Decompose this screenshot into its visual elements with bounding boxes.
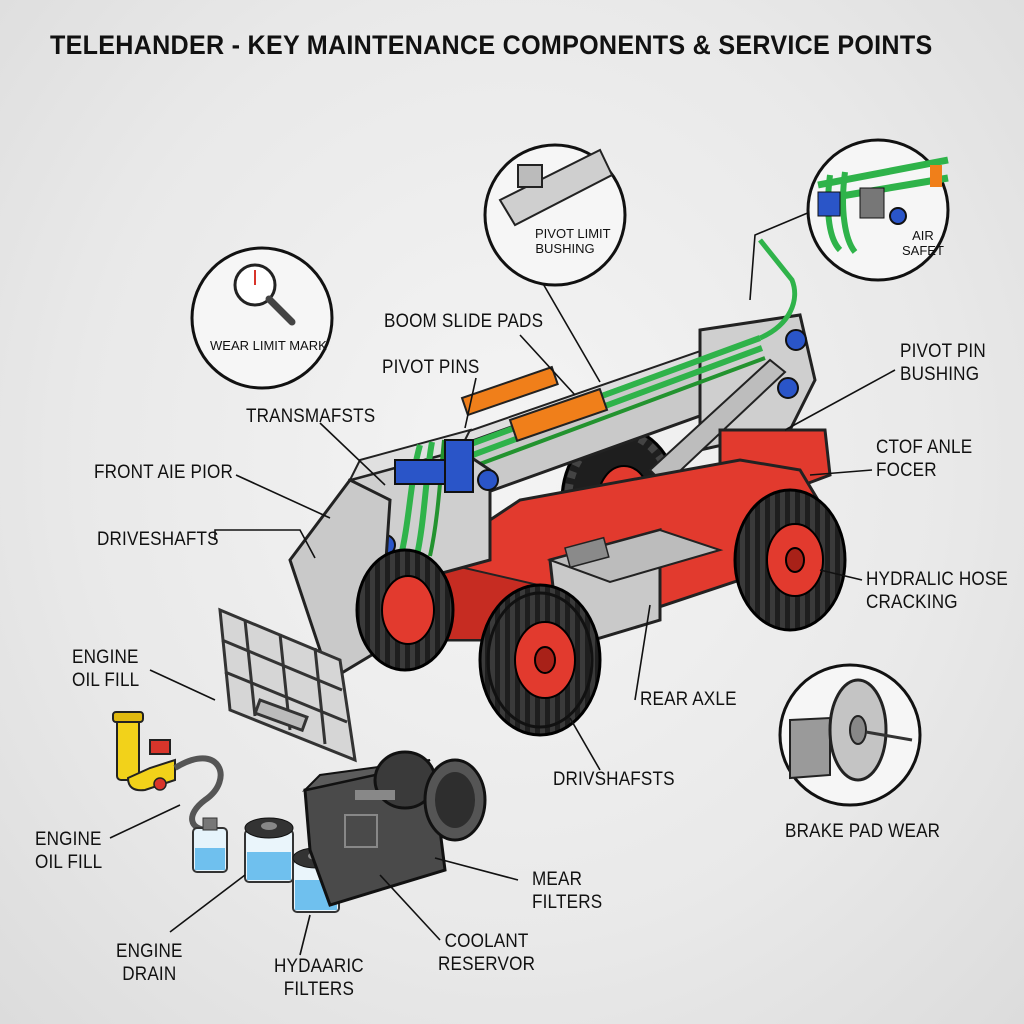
label-mear-filters: MEAR FILTERS [532,868,602,914]
leader-lines [109,211,896,956]
label-engine-drain-line1: ENGINE [116,941,183,962]
label-engine-oil-fill-bottom-line2: OIL FILL [35,852,103,873]
engine-filter-block [301,750,487,907]
label-hydraulic-hose-cracking: HYDRALIC HOSE CRACKING [866,568,1008,614]
label-engine-oil-fill-bottom: ENGINE OIL FILL [35,828,102,874]
label-boom-slide-pads: BOOM SLIDE PADS [384,311,544,332]
label-engine-oil-fill-top-line2: OIL FILL [72,670,140,691]
label-engine-oil-fill-top: ENGINE OIL FILL [72,646,139,692]
front-right-wheel [478,583,602,737]
label-ctof-anle-focer-line2: FOCER [876,460,937,481]
label-engine-drain-line2: DRAIN [122,964,177,985]
label-ctof-anle-focer: CTOF ANLE FOCER [876,436,972,482]
label-pivot-pin-bushing-line2: BUSHING [900,364,980,385]
inset-label-air-safety-line2: SAFET [902,243,944,258]
oil-fill-assembly [112,711,224,833]
label-pivot-pin-bushing-line1: PIVOT PIN [900,341,986,362]
label-driveshafts: DRIVESHAFTS [97,529,219,550]
label-coolant-reservoir-line2: RESERVOR [438,954,536,975]
label-transmafsts: TRANSMAFSTS [246,406,376,427]
label-mear-filters-line2: FILTERS [532,892,603,913]
label-engine-drain: ENGINE DRAIN [116,940,183,986]
label-drivshafsts: DRIVSHAFSTS [553,769,675,790]
fork-carriage [218,607,357,763]
label-coolant-reservoir-line1: COOLANT [444,931,529,952]
inset-pivot-limit [483,143,627,287]
label-hydraulic-filters-line1: HYDAARIC [274,956,364,977]
label-coolant-reservoir: COOLANT RESERVOR [438,930,535,976]
label-front-axle-pior: FRONT AIE PIOR [94,462,234,483]
inset-label-wear-limit: WEAR LIMIT MARK [210,338,327,353]
label-brake-pad-wear: BRAKE PAD WEAR [785,821,941,842]
inset-brake-pad [778,663,922,807]
label-engine-oil-fill-bottom-line1: ENGINE [35,829,102,850]
label-hydraulic-filters-line2: FILTERS [283,979,355,1000]
inset-wear-limit [190,246,334,390]
label-rear-axle: REAR AXLE [640,689,737,710]
label-hydraulic-filters: HYDAARIC FILTERS [274,955,364,1001]
inset-air-safety [806,138,950,282]
rear-right-wheel [733,488,847,632]
inset-label-pivot-limit-line2: BUSHING [535,241,595,256]
label-mear-filters-line1: MEAR [532,869,583,890]
inset-label-pivot-limit-line1: PIVOT LIMIT [535,226,611,241]
label-engine-oil-fill-top-line1: ENGINE [72,647,139,668]
label-ctof-anle-focer-line1: CTOF ANLE [876,437,973,458]
label-pivot-pin-bushing: PIVOT PIN BUSHING [900,340,986,386]
page-title: TELEHANDER - KEY MAINTENANCE COMPONENTS … [50,30,933,60]
inset-label-air-safety-line1: AIR [912,228,934,243]
inset-label-pivot-limit: PIVOT LIMIT BUSHING [535,226,611,256]
label-hydraulic-hose-cracking-line1: HYDRALIC HOSE [866,569,1009,590]
label-hydraulic-hose-cracking-line2: CRACKING [866,592,958,613]
label-pivot-pins: PIVOT PINS [382,357,480,378]
front-left-wheel [355,548,455,672]
inset-label-air-safety: AIR SAFET [902,228,944,258]
